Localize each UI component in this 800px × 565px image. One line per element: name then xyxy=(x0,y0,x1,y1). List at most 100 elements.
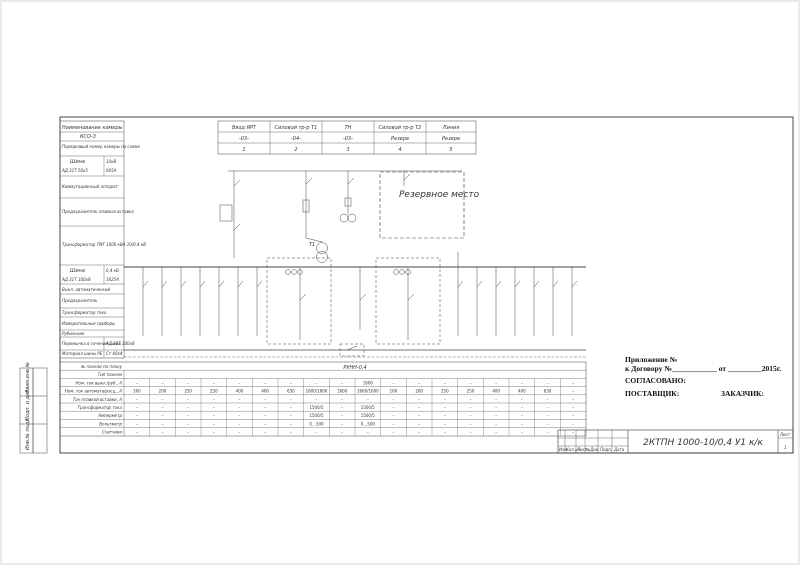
table-cell: – xyxy=(239,413,241,418)
table-cell: – xyxy=(418,405,420,410)
transformer-label: Т1 xyxy=(309,242,315,248)
table-cell: – xyxy=(162,405,164,410)
table-cell: – xyxy=(418,430,420,435)
table-cell: – xyxy=(341,405,343,410)
table-cell: – xyxy=(162,413,164,418)
label-fuse: Предохранитель плавкая вставка xyxy=(62,209,134,214)
table-cell: 1500/5 xyxy=(309,405,324,410)
tb-col-izm: Изм. xyxy=(559,447,568,452)
hv-cells-table: Ввод ЯРТ Силовой тр-р Т1 ТН Силовой тр-р… xyxy=(217,120,477,155)
table-cell: – xyxy=(521,405,523,410)
table-cell: – xyxy=(444,397,446,402)
table-cell: – xyxy=(470,430,472,435)
table-cell: – xyxy=(521,430,523,435)
table-cell: – xyxy=(418,380,420,385)
table-cell: – xyxy=(521,413,523,418)
table-cell: 1500/5 xyxy=(361,405,376,410)
hv-type-5: Резерв xyxy=(442,136,460,142)
table-cell: – xyxy=(547,413,549,418)
table-cell: – xyxy=(136,380,138,385)
tb-sheet-label: Лист xyxy=(779,432,791,437)
table-cell: – xyxy=(136,397,138,402)
table-cell: – xyxy=(393,405,395,410)
table-cell: – xyxy=(547,397,549,402)
table-cell: 160 xyxy=(390,389,398,394)
table-cell: – xyxy=(495,430,497,435)
table-cell: 400 xyxy=(518,389,526,394)
table-cell: – xyxy=(341,413,343,418)
table-row-label: Вольтметр xyxy=(99,421,122,426)
table-cell: 400 xyxy=(492,389,500,394)
table-cell: – xyxy=(136,413,138,418)
table-cell: 200 xyxy=(415,389,423,394)
table-cell: – xyxy=(572,405,574,410)
table-cell: 0…500 xyxy=(309,421,324,426)
table-row-label: Амперметр xyxy=(97,413,122,418)
left-binding-strip: Инв.№ подл. Подп. и дата Взам.инв.№ xyxy=(19,362,48,454)
table-cell: – xyxy=(264,413,266,418)
table-cell: 400 xyxy=(236,389,244,394)
table-cell: – xyxy=(213,430,215,435)
table-row-label: Ток плавкой вставки, А xyxy=(73,397,123,402)
left-label-column: Наименование камеры КСО-3 Порядковый ном… xyxy=(59,120,146,359)
hv-schematic xyxy=(219,170,462,263)
table-cell: – xyxy=(572,430,574,435)
table-cell: – xyxy=(264,430,266,435)
table-cell: – xyxy=(187,413,189,418)
strip-label-replace: Взам.инв.№ xyxy=(25,362,31,393)
table-cell: – xyxy=(239,405,241,410)
stamp-agreed: СОГЛАСОВАНО: xyxy=(625,376,686,385)
table-cell: – xyxy=(367,430,369,435)
table-cell: – xyxy=(521,397,523,402)
table-cell: – xyxy=(393,430,395,435)
strip-label-sign: Подп. и дата xyxy=(25,387,31,421)
stamp-customer: ЗАКАЗЧИК: xyxy=(721,389,764,398)
table-cell: – xyxy=(239,421,241,426)
table-cell: – xyxy=(444,430,446,435)
table-cell: – xyxy=(341,421,343,426)
table-cell: – xyxy=(521,380,523,385)
table-cell: 1600/1600 xyxy=(306,389,328,394)
table-cell: – xyxy=(521,421,523,426)
table-cell: – xyxy=(239,397,241,402)
table-cell: – xyxy=(213,421,215,426)
table-cell: – xyxy=(393,380,395,385)
value-bus-current-10: 665А xyxy=(106,168,117,173)
reserve-place-label: Резервное место xyxy=(399,190,480,200)
tb-document-code: 2КТПН 1000-10/0,4 У1 к/к xyxy=(643,438,763,448)
hv-num-5: 5 xyxy=(449,147,452,153)
label-pe-bus: Материал шины PE xyxy=(62,351,103,356)
label-bus-10: Шина xyxy=(70,159,85,165)
label-cell-name: Наименование камеры xyxy=(62,125,123,131)
table-cell: – xyxy=(444,380,446,385)
table-cell: 250 xyxy=(467,389,475,394)
table-cell: – xyxy=(213,380,215,385)
table-cell: – xyxy=(341,380,343,385)
tb-col-date: Дата xyxy=(613,447,625,452)
table-cell: – xyxy=(495,397,497,402)
table-cell: 1600 xyxy=(363,380,374,385)
table-cell: – xyxy=(367,397,369,402)
table-cell: – xyxy=(213,413,215,418)
table-cell: 1500/5 xyxy=(361,413,376,418)
reserve-place-box xyxy=(379,171,465,239)
label-transformer: Трансформатор ТМГ 1000 кВА 10/0,4 кВ xyxy=(62,242,146,247)
stamp-supplier: ПОСТАВЩИК: xyxy=(625,389,679,398)
label-cell-number: Порядковый номер камеры по схеме xyxy=(62,144,140,149)
table-row-label: Трансформатор тока xyxy=(78,405,123,410)
table-cell: – xyxy=(213,397,215,402)
table-cell: – xyxy=(547,405,549,410)
hv-name-1: Ввод ЯРТ xyxy=(232,125,257,131)
table-cell: – xyxy=(444,405,446,410)
table-cell: – xyxy=(136,430,138,435)
table-cell: – xyxy=(187,397,189,402)
table-cell: – xyxy=(264,421,266,426)
table-cell: 250 xyxy=(441,389,449,394)
tb-col-doc: №Док. xyxy=(585,447,599,452)
hv-num-2: 2 xyxy=(294,147,297,153)
table-cell: – xyxy=(572,389,574,394)
table-cell: 0…500 xyxy=(361,421,376,426)
table-cell: – xyxy=(495,405,497,410)
table-cell: – xyxy=(290,430,292,435)
